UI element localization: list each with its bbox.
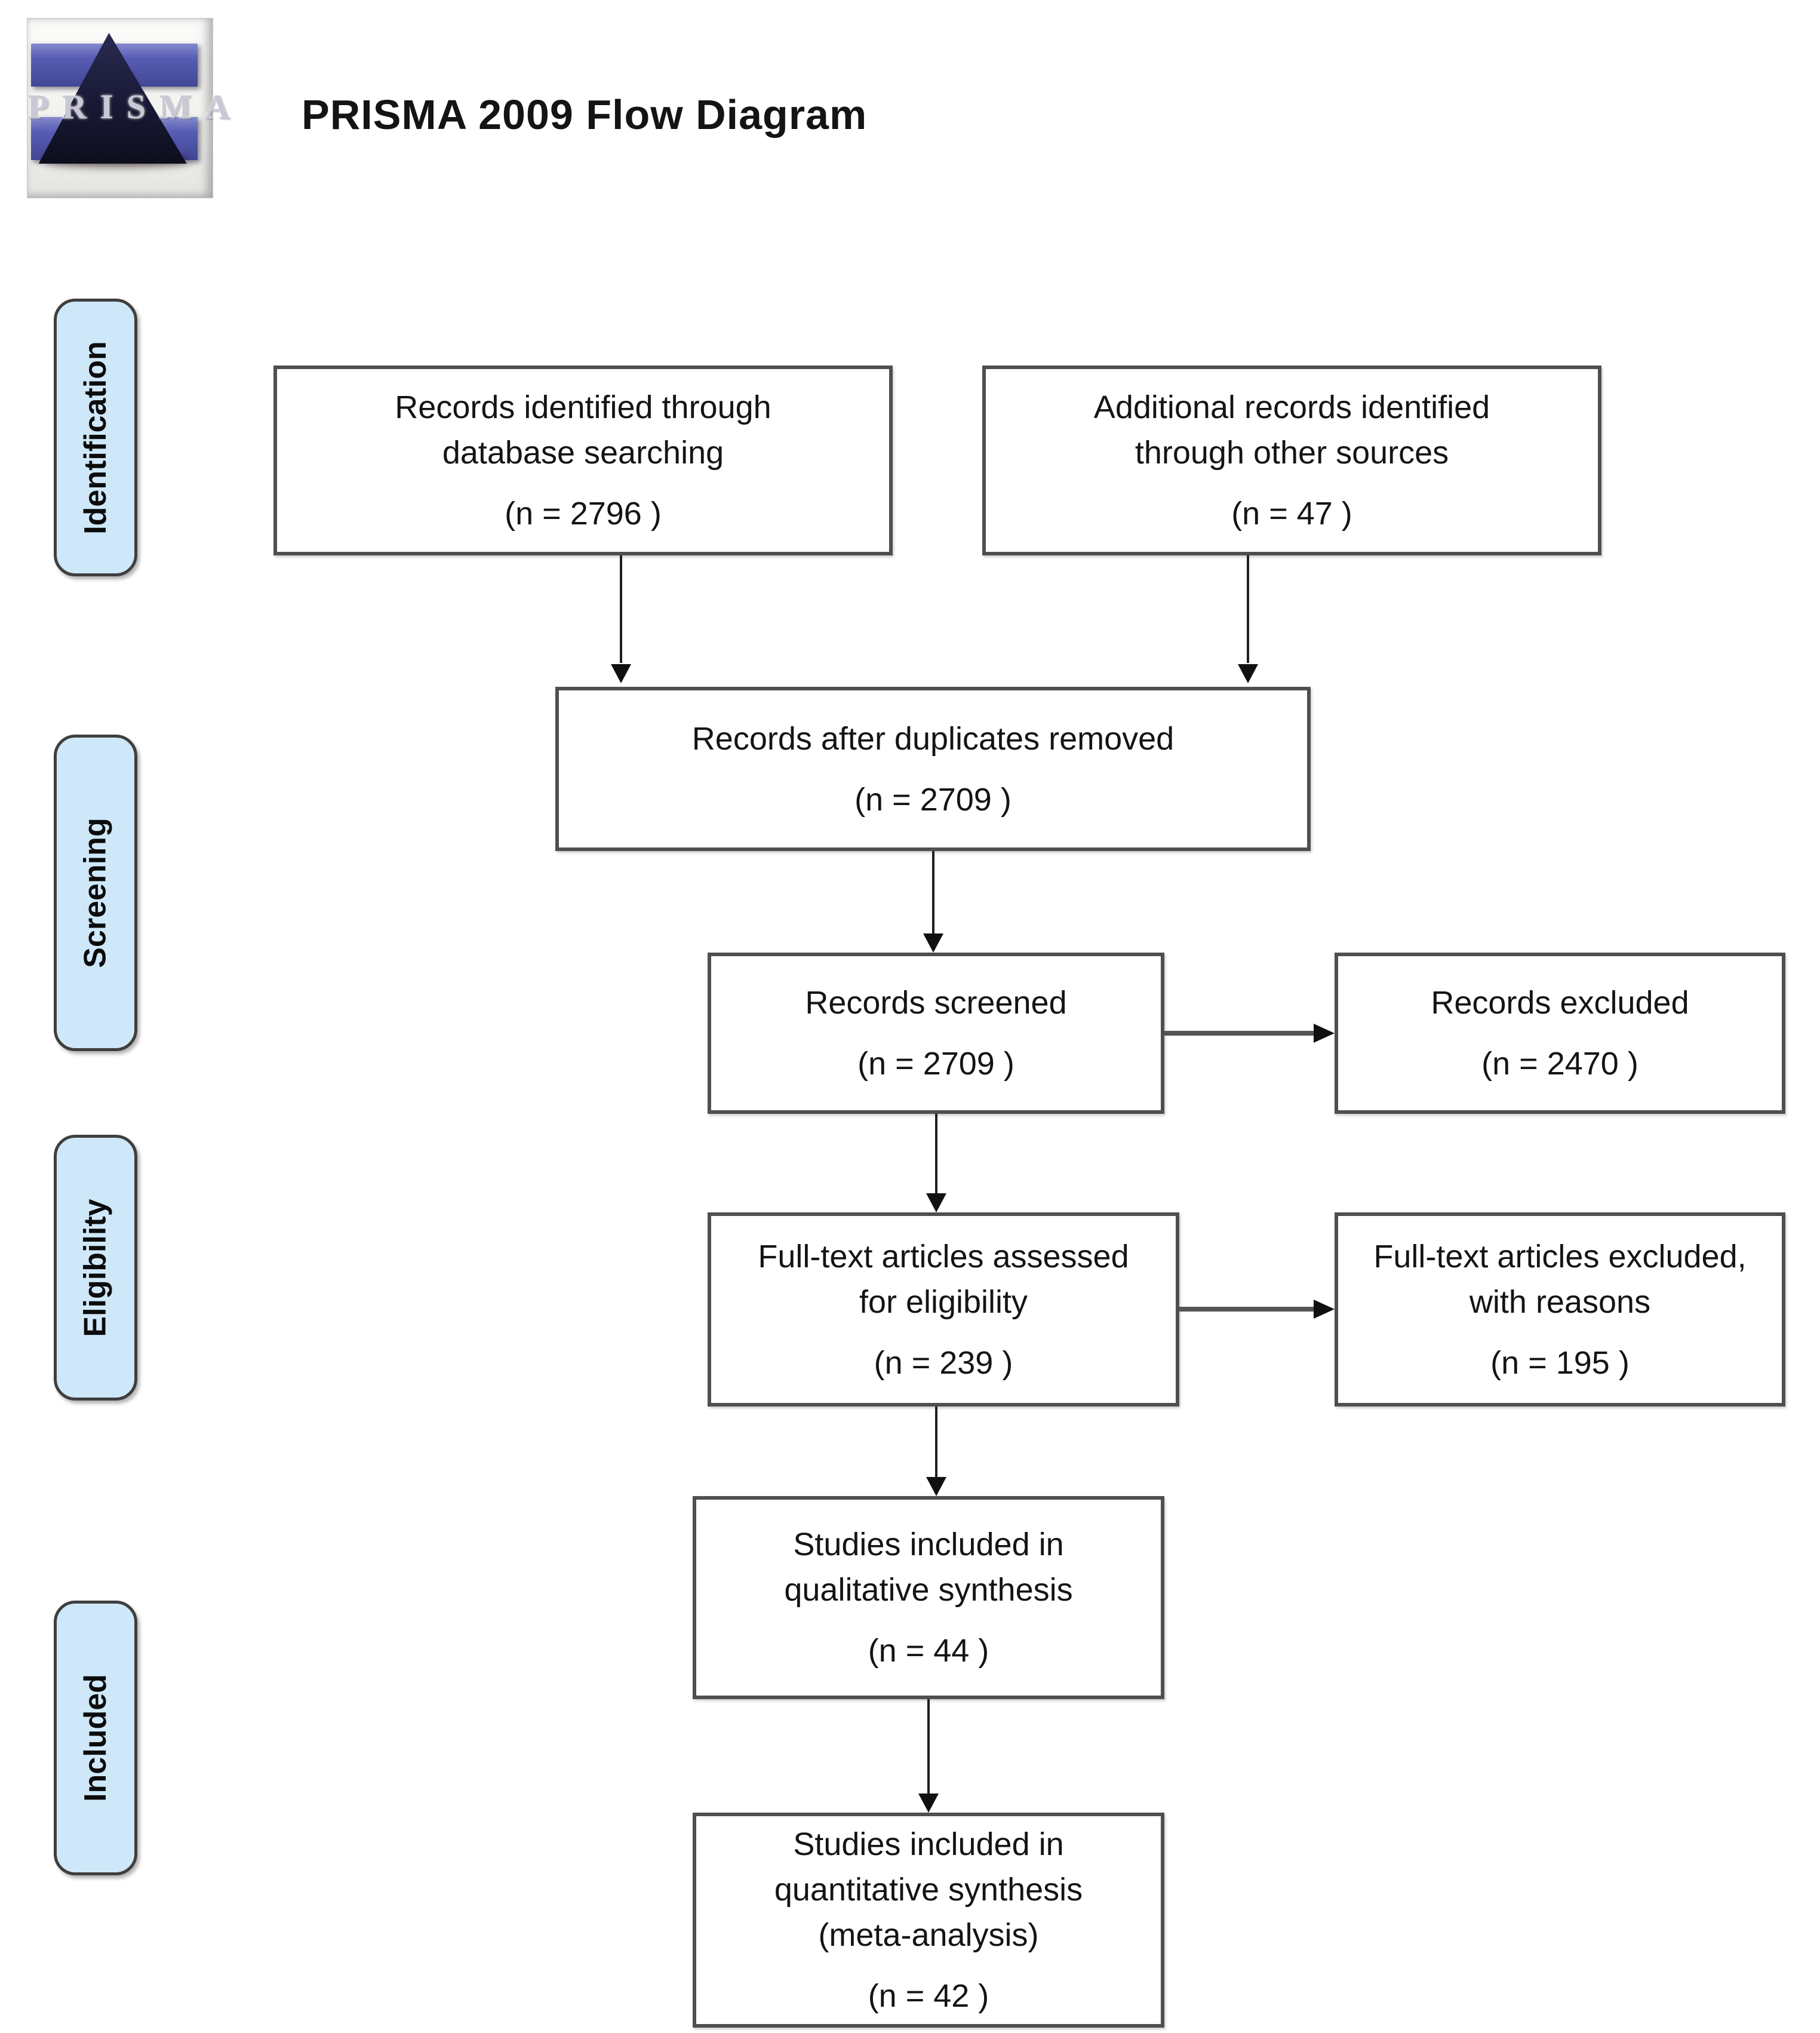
stage-chip-screening: Screening bbox=[54, 735, 137, 1051]
flow-box-after-duplicates-text: Records after duplicates removed(n = 270… bbox=[691, 720, 1175, 818]
stage-chip-eligibility: Eligibility bbox=[54, 1135, 137, 1401]
stage-chip-identification: Identification bbox=[54, 299, 137, 576]
stage-label-eligibility: Eligibility bbox=[78, 1198, 113, 1337]
flow-box-after-duplicates: Records after duplicates removed(n = 270… bbox=[555, 687, 1311, 851]
flow-box-records-excluded-text: Records excluded(n = 2470 ) bbox=[1431, 985, 1689, 1082]
stage-label-included: Included bbox=[78, 1674, 113, 1802]
stage-label-screening: Screening bbox=[78, 818, 113, 968]
stage-chip-included: Included bbox=[54, 1601, 137, 1875]
flow-box-records-excluded: Records excluded(n = 2470 ) bbox=[1335, 953, 1785, 1114]
logo-wordmark: PRISMA bbox=[27, 87, 243, 126]
flow-box-fulltext-excluded-text: Full-text articles excluded,with reasons… bbox=[1373, 1238, 1747, 1381]
flow-box-fulltext-excluded: Full-text articles excluded,with reasons… bbox=[1335, 1212, 1785, 1406]
page-title: PRISMA 2009 Flow Diagram bbox=[302, 91, 868, 138]
stage-label-identification: Identification bbox=[78, 340, 113, 535]
prisma-logo: PRISMA bbox=[27, 18, 243, 198]
flow-box-records-screened: Records screened(n = 2709 ) bbox=[708, 953, 1164, 1114]
flow-box-records-screened-text: Records screened(n = 2709 ) bbox=[805, 985, 1067, 1082]
